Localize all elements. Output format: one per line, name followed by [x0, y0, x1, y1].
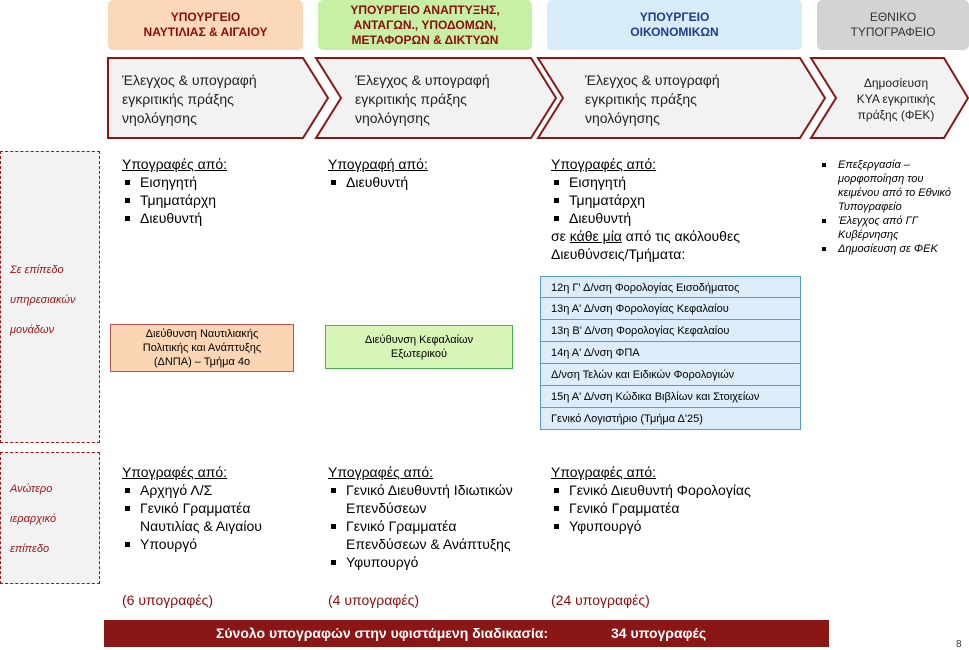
step-3-text: Έλεγχος & υπογραφή εγκριτικής πράξης νηο…	[585, 72, 720, 126]
total-label: Σύνολο υπογραφών στην υφιστάμενη διαδικα…	[216, 625, 549, 641]
department-row: 15η Α' Δ/νση Κώδικα Βιβλίων και Στοιχείω…	[540, 386, 801, 408]
header-ministry-finance-label: ΥΠΟΥΡΓΕΙΟ ΟΙΚΟΝΟΜΙΚΩΝ	[630, 10, 719, 39]
printing-step-item: Δημοσίευση σε ΦΕΚ	[820, 242, 960, 256]
note-prefix: σε	[551, 228, 570, 244]
signer-item: Τμηματάρχη	[551, 191, 740, 209]
step-2-text: Έλεγχος & υπογραφή εγκριτικής πράξης νηο…	[355, 72, 490, 126]
signer-item: Εισηγητή	[122, 173, 227, 191]
department-label: Διεύθυνση Κεφαλαίων Εξωτερικού	[364, 334, 474, 360]
header-national-printing-office: ΕΘΝΙΚΟ ΤΥΠΟΓΡΑΦΕΙΟ	[817, 0, 969, 50]
signature-count-col1: (6 υπογραφές)	[122, 592, 214, 608]
signatures-title: Υπογραφές από:	[551, 464, 657, 480]
level-box-service	[0, 151, 100, 443]
signer-item: Γενικό Γραμματέα Επενδύσεων & Ανάπτυξης	[328, 517, 513, 553]
total-signatures-bar: Σύνολο υπογραφών στην υφιστάμενη διαδικα…	[104, 620, 829, 647]
printing-step-item: Επεξεργασία – μορφοποίηση του κειμένου α…	[820, 158, 960, 214]
step-4-text: Δημοσίευση ΚΥΑ εγκριτικής πράξης (ΦΕΚ)	[856, 76, 936, 122]
service-signatures-col3: Υπογραφές από: Εισηγητή Τμηματάρχη Διευθ…	[551, 155, 740, 263]
signer-item: Αρχηγό Λ/Σ	[122, 481, 262, 499]
level-label-senior: Ανώτερο ιεραρχικό επίπεδο	[10, 483, 57, 555]
signer-item: Γενικό Γραμματέα	[551, 499, 751, 517]
signer-item: Γενικό Διευθυντή Φορολογίας	[551, 481, 751, 499]
process-chevrons	[107, 57, 969, 139]
printing-step-item: Έλεγχος από ΓΓ Κυβέρνησης	[820, 214, 960, 242]
page-number: 8	[956, 639, 962, 650]
signer-item: Υπουργό	[122, 535, 262, 553]
signatures-title: Υπογραφές από:	[122, 156, 228, 172]
senior-signatures-col3: Υπογραφές από: Γενικό Διευθυντή Φορολογί…	[551, 463, 751, 535]
signature-count-col3: (24 υπογραφές)	[551, 592, 650, 608]
total-value: 34 υπογραφές	[611, 625, 707, 641]
department-row: 13η Β' Δ/νση Φορολογίας Κεφαλαίου	[540, 320, 801, 342]
header-ministry-finance: ΥΠΟΥΡΓΕΙΟ ΟΙΚΟΝΟΜΙΚΩΝ	[547, 0, 802, 50]
signer-item: Υφυπουργό	[551, 517, 751, 535]
department-row: 12η Γ' Δ/νση Φορολογίας Εισοδήματος	[540, 276, 801, 298]
senior-signatures-col2: Υπογραφές από: Γενικό Διευθυντή Ιδιωτικώ…	[328, 463, 513, 571]
department-box-development: Διεύθυνση Κεφαλαίων Εξωτερικού	[325, 325, 513, 369]
note-suffix: από τις ακόλουθες Διευθύνσεις/Τμήματα:	[551, 228, 740, 262]
header-ministry-development-label: ΥΠΟΥΡΓΕΙΟ ΑΝΑΠΤΥΞΗΣ, ΑΝΤΑΓΩΝ., ΥΠΟΔΟΜΩΝ,…	[350, 2, 500, 47]
service-signatures-col1: Υπογραφές από: Εισηγητή Τμηματάρχη Διευθ…	[122, 155, 227, 227]
signatures-title: Υπογραφές από:	[122, 464, 228, 480]
chevron-step-2	[314, 57, 558, 139]
department-row: 13η Α' Δ/νση Φορολογίας Κεφαλαίου	[540, 298, 801, 320]
signatures-title: Υπογραφές από:	[328, 464, 434, 480]
level-label-service: Σε επίπεδο υπηρεσιακών μονάδων	[10, 264, 76, 336]
department-box-shipping: Διεύθυνση Ναυτιλιακής Πολιτικής και Ανάπ…	[110, 324, 294, 372]
header-ministry-shipping-label: ΥΠΟΥΡΓΕΙΟ ΝΑΥΤΙΛΙΑΣ & ΑΙΓΑΙΟΥ	[143, 10, 268, 39]
chevron-step-1	[107, 57, 330, 139]
signer-item: Διευθυντή	[328, 173, 428, 191]
signer-item: Τμηματάρχη	[122, 191, 227, 209]
signer-item: Διευθυντή	[551, 209, 740, 227]
signer-item: Διευθυντή	[122, 209, 227, 227]
department-row: 14η Α' Δ/νση ΦΠΑ	[540, 342, 801, 364]
header-national-printing-office-label: ΕΘΝΙΚΟ ΤΥΠΟΓΡΑΦΕΙΟ	[850, 10, 936, 39]
service-signatures-col2: Υπογραφή από: Διευθυντή	[328, 155, 428, 191]
department-row: Γενικό Λογιστήριο (Τμήμα Δ'25)	[540, 408, 801, 430]
header-ministry-development: ΥΠΟΥΡΓΕΙΟ ΑΝΑΠΤΥΞΗΣ, ΑΝΤΑΓΩΝ., ΥΠΟΔΟΜΩΝ,…	[318, 0, 532, 50]
level-box-senior	[0, 452, 100, 584]
printing-office-steps: Επεξεργασία – μορφοποίηση του κειμένου α…	[820, 158, 960, 256]
signatures-title: Υπογραφή από:	[328, 156, 428, 172]
signer-item: Γενικό Διευθυντή Ιδιωτικών Επενδύσεων	[328, 481, 513, 517]
finance-departments-list: 12η Γ' Δ/νση Φορολογίας Εισοδήματος 13η …	[540, 276, 801, 430]
signer-item: Υφυπουργό	[328, 553, 513, 571]
signer-item: Εισηγητή	[551, 173, 740, 191]
chevron-step-3	[536, 57, 827, 139]
department-label: Διεύθυνση Ναυτιλιακής Πολιτικής και Ανάπ…	[142, 328, 262, 368]
header-ministry-shipping: ΥΠΟΥΡΓΕΙΟ ΝΑΥΤΙΛΙΑΣ & ΑΙΓΑΙΟΥ	[108, 0, 303, 50]
signature-count-col2: (4 υπογραφές)	[328, 592, 420, 608]
chevron-step-4	[809, 57, 969, 139]
note-emphasis: κάθε μία	[569, 228, 622, 244]
department-row: Δ/νση Τελών και Ειδικών Φορολογιών	[540, 364, 801, 386]
signatures-title: Υπογραφές από:	[551, 156, 657, 172]
departments-note: σε κάθε μία από τις ακόλουθες Διευθύνσει…	[551, 227, 740, 263]
signer-item: Γενικό Γραμματέα Ναυτιλίας & Αιγαίου	[122, 499, 262, 535]
step-1-text: Έλεγχος & υπογραφή εγκριτικής πράξης νηο…	[122, 72, 257, 126]
senior-signatures-col1: Υπογραφές από: Αρχηγό Λ/Σ Γενικό Γραμματ…	[122, 463, 262, 553]
